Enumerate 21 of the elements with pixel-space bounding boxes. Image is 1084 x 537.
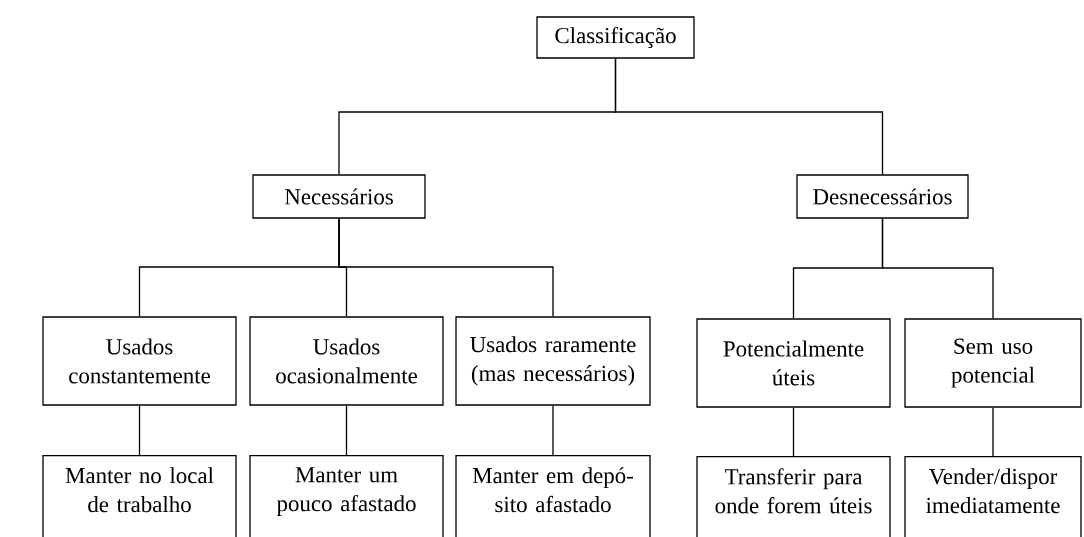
action-box: Manter em depó- sito afastado: [455, 455, 651, 537]
action-box: Manter no local de trabalho: [42, 455, 237, 537]
group-box: Usados constantemente: [42, 316, 237, 406]
connector-line: [881, 218, 994, 319]
connector-line: [792, 407, 795, 457]
action-box: Transferir para onde forem úteis: [696, 456, 891, 537]
group-box: Usados ocasionalmente: [249, 316, 444, 406]
action-box: Vender/dispor imediatamente: [904, 456, 1082, 537]
connector-line: [552, 405, 554, 456]
root-box: Classificação: [536, 16, 695, 59]
group-box: Usados raramente (mas necessários): [455, 316, 651, 406]
connector-line: [345, 405, 348, 456]
action-box: Manter um pouco afastado: [249, 455, 444, 537]
connector-line: [138, 405, 141, 456]
group-box: Sem uso potencial: [904, 318, 1082, 408]
category-box: Desnecessários: [796, 174, 969, 219]
connector-line: [338, 218, 554, 317]
group-box: Potencialmente úteis: [696, 318, 891, 408]
category-box: Necessários: [252, 174, 426, 219]
connector-line: [614, 58, 884, 175]
connector-line: [992, 407, 994, 457]
